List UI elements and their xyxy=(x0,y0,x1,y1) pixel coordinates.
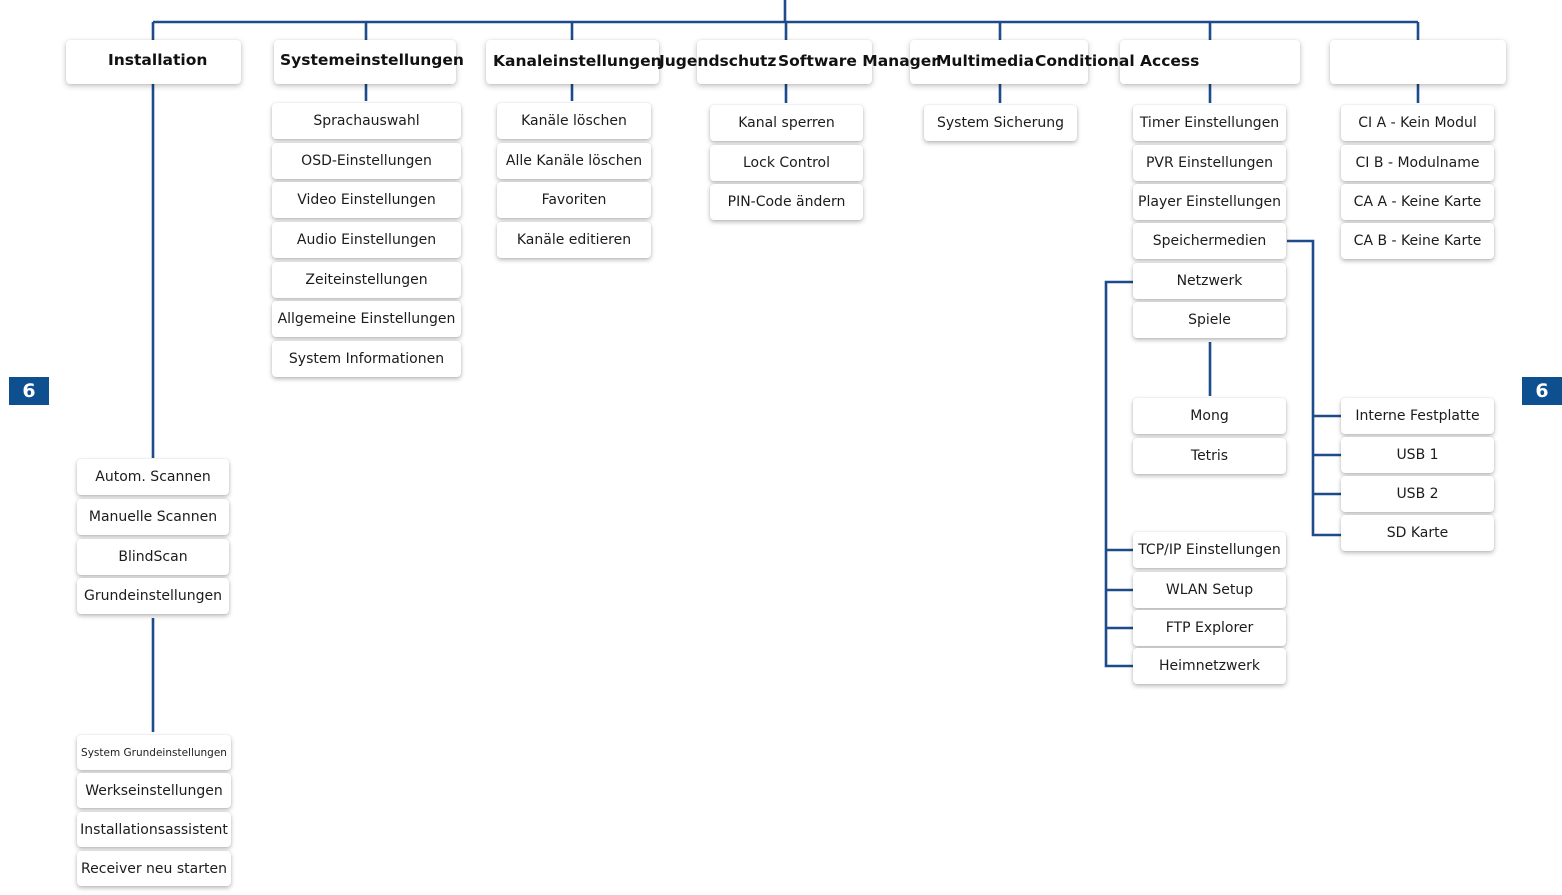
menu-item-kanaele-loeschen: Kanäle löschen xyxy=(497,103,651,139)
header-installation: Installation xyxy=(108,51,208,69)
header-multimedia: Multimedia xyxy=(936,52,1035,70)
menu-item-autom-scannen: Autom. Scannen xyxy=(77,459,229,495)
header-conditional-access: Conditional Access xyxy=(1035,52,1200,70)
menu-item-tetris: Tetris xyxy=(1133,438,1286,474)
header-box-system xyxy=(274,40,456,84)
header-box-kanal xyxy=(486,40,659,84)
menu-item-speichermedien: Speichermedien xyxy=(1133,223,1286,259)
menu-item-blindscan: BlindScan xyxy=(77,539,229,575)
header-software-manager: Software Manager xyxy=(778,52,939,70)
menu-item-mong: Mong xyxy=(1133,398,1286,434)
menu-item-pin-code-aendern: PIN-Code ändern xyxy=(710,184,863,220)
menu-item-spiele: Spiele xyxy=(1133,302,1286,338)
page-marker-left: 6 xyxy=(9,377,49,405)
header-drops xyxy=(151,22,1420,40)
menu-item-heimnetzwerk: Heimnetzwerk xyxy=(1133,648,1286,684)
menu-item-sprachauswahl: Sprachauswahl xyxy=(272,103,461,139)
header-box-multimedia xyxy=(1120,40,1300,84)
menu-item-system-informationen: System Informationen xyxy=(272,341,461,377)
menu-item-receiver-neu-starten: Receiver neu starten xyxy=(77,851,231,886)
menu-item-ftp-explorer: FTP Explorer xyxy=(1133,610,1286,646)
menu-item-kanaele-editieren: Kanäle editieren xyxy=(497,222,651,258)
menu-item-manuelle-scannen: Manuelle Scannen xyxy=(77,499,229,535)
menu-item-usb-1: USB 1 xyxy=(1341,437,1494,473)
menu-item-alle-kanaele-loeschen: Alle Kanäle löschen xyxy=(497,143,651,179)
menu-item-player-einstellungen: Player Einstellungen xyxy=(1133,184,1286,220)
menu-item-ca-a: CA A - Keine Karte xyxy=(1341,184,1494,220)
menu-item-osd-einstellungen: OSD-Einstellungen xyxy=(272,143,461,179)
menu-item-video-einstellungen: Video Einstellungen xyxy=(272,182,461,218)
netzwerk-line xyxy=(1104,280,1133,668)
menu-item-werkseinstellungen: Werkseinstellungen xyxy=(77,773,231,808)
header-systemeinstellungen: Systemeinstellungen xyxy=(280,51,464,69)
header-box-ca xyxy=(1330,40,1506,84)
menu-item-sd-karte: SD Karte xyxy=(1341,515,1494,551)
menu-item-netzwerk: Netzwerk xyxy=(1133,263,1286,299)
menu-item-allgemeine-einstellungen: Allgemeine Einstellungen xyxy=(272,301,461,337)
header-to-children xyxy=(364,84,1420,103)
menu-item-system-sicherung: System Sicherung xyxy=(924,105,1077,141)
speicher-line xyxy=(1287,239,1341,537)
menu-item-ca-b: CA B - Keine Karte xyxy=(1341,223,1494,259)
menu-item-favoriten: Favoriten xyxy=(497,182,651,218)
menu-item-grundeinstellungen: Grundeinstellungen xyxy=(77,578,229,614)
header-jugendschutz: Jugendschutz xyxy=(659,52,777,70)
page-marker-right: 6 xyxy=(1522,377,1562,405)
menu-item-interne-festplatte: Interne Festplatte xyxy=(1341,398,1494,434)
menu-item-ci-a: CI A - Kein Modul xyxy=(1341,105,1494,141)
menu-item-usb-2: USB 2 xyxy=(1341,476,1494,512)
menu-item-installationsassistent: Installationsassistent xyxy=(77,812,231,847)
top-bus-line xyxy=(153,0,1418,24)
menu-item-lock-control: Lock Control xyxy=(710,145,863,181)
menu-item-audio-einstellungen: Audio Einstellungen xyxy=(272,222,461,258)
menu-item-pvr-einstellungen: PVR Einstellungen xyxy=(1133,145,1286,181)
menu-item-kanal-sperren: Kanal sperren xyxy=(710,105,863,141)
menu-item-timer-einstellungen: Timer Einstellungen xyxy=(1133,105,1286,141)
menu-item-tcpip-einstellungen: TCP/IP Einstellungen xyxy=(1133,532,1286,568)
menu-item-system-grundeinstellungen: System Grundeinstellungen xyxy=(77,735,231,770)
menu-item-zeiteinstellungen: Zeiteinstellungen xyxy=(272,262,461,298)
header-box-installation xyxy=(66,40,241,84)
header-box-software xyxy=(910,40,1088,84)
header-kanaleinstellungen: Kanaleinstellungen xyxy=(493,52,662,70)
menu-item-wlan-setup: WLAN Setup xyxy=(1133,572,1286,608)
header-box-jugendschutz xyxy=(697,40,872,84)
menu-item-ci-b: CI B - Modulname xyxy=(1341,145,1494,181)
